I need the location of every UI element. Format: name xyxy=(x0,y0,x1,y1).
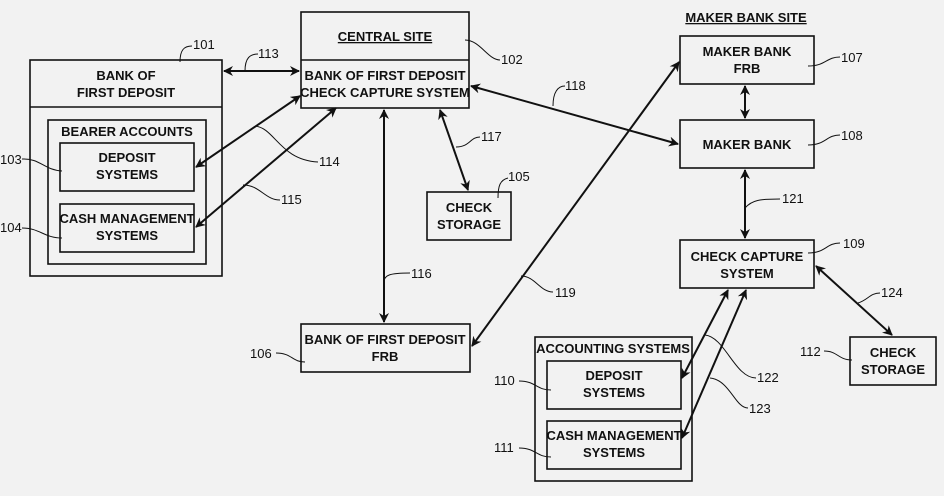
bank-of-first-deposit-block: BANK OF FIRST DEPOSIT BEARER ACCOUNTS DE… xyxy=(0,37,223,277)
leader-121 xyxy=(744,198,781,209)
leader-108 xyxy=(807,134,841,146)
connection-122 xyxy=(681,289,729,379)
ref-109: 109 xyxy=(843,236,865,251)
leader-124 xyxy=(857,292,881,304)
leader-105 xyxy=(497,177,509,199)
maker-bank-frb-line1: MAKER BANK xyxy=(703,44,792,59)
connections: 113 114 115 116 117 118 119 121 122 123 … xyxy=(195,46,903,439)
leader-104 xyxy=(21,227,63,239)
ref-118: 118 xyxy=(565,78,586,93)
ref-113: 113 xyxy=(258,46,279,61)
leader-117 xyxy=(455,136,481,148)
accounting-cash-line2: SYSTEMS xyxy=(583,445,645,460)
check-storage-central-block: CHECK STORAGE 105 xyxy=(426,169,530,241)
ref-114: 114 xyxy=(319,154,340,169)
accounting-deposit-line2: SYSTEMS xyxy=(583,385,645,400)
deposit-systems-line1: DEPOSIT xyxy=(98,150,155,165)
central-site-line2: CHECK CAPTURE SYSTEM xyxy=(300,85,470,100)
ref-117: 117 xyxy=(481,129,502,144)
leader-103 xyxy=(21,158,63,172)
accounting-systems-title: ACCOUNTING SYSTEMS xyxy=(536,341,690,356)
ref-106: 106 xyxy=(250,346,272,361)
leader-123 xyxy=(709,377,749,409)
bfd-title-line2: FIRST DEPOSIT xyxy=(77,85,175,100)
maker-bank-site-title: MAKER BANK SITE xyxy=(685,10,807,25)
bfd-frb-box xyxy=(300,323,471,373)
ref-107: 107 xyxy=(841,50,863,65)
maker-bank-frb-box xyxy=(679,35,815,85)
leader-111 xyxy=(518,447,552,458)
leader-112 xyxy=(823,350,853,361)
check-storage-maker-line2: STORAGE xyxy=(861,362,925,377)
maker-bank-label: MAKER BANK xyxy=(703,137,792,152)
ref-116: 116 xyxy=(411,266,432,281)
ref-123: 123 xyxy=(749,401,771,416)
leader-115 xyxy=(242,184,281,201)
leader-107 xyxy=(807,56,841,67)
central-site-line1: BANK OF FIRST DEPOSIT xyxy=(304,68,465,83)
cash-management-line1: CASH MANAGEMENT xyxy=(59,211,194,226)
ref-121: 121 xyxy=(782,191,804,206)
check-storage-maker-block: CHECK STORAGE 112 xyxy=(800,336,937,386)
check-capture-system-box xyxy=(679,239,815,289)
maker-bank-box xyxy=(679,119,815,169)
deposit-systems-line2: SYSTEMS xyxy=(96,167,158,182)
maker-bank-frb-line2: FRB xyxy=(734,61,761,76)
bfd-frb-line2: FRB xyxy=(372,349,399,364)
ref-110: 110 xyxy=(494,373,515,388)
check-storage-line2: STORAGE xyxy=(437,217,501,232)
central-site-block: CENTRAL SITE BANK OF FIRST DEPOSIT CHECK… xyxy=(300,11,523,109)
maker-bank-site-block: MAKER BANK SITE MAKER BANK FRB 107 MAKER… xyxy=(679,10,865,289)
bfd-frb-block: BANK OF FIRST DEPOSIT FRB 106 xyxy=(250,323,471,373)
accounting-cash-line1: CASH MANAGEMENT xyxy=(546,428,681,443)
ref-115: 115 xyxy=(281,192,302,207)
connection-117 xyxy=(438,109,470,191)
leader-102 xyxy=(464,39,501,61)
leader-106 xyxy=(275,352,306,363)
ref-103: 103 xyxy=(0,152,22,167)
ref-112: 112 xyxy=(800,344,821,359)
check-storage-line1: CHECK xyxy=(446,200,493,215)
bearer-accounts-title: BEARER ACCOUNTS xyxy=(61,124,193,139)
deposit-systems-box xyxy=(59,142,195,192)
check-storage-maker-box xyxy=(849,336,937,386)
connection-115 xyxy=(195,107,337,228)
ref-111: 111 xyxy=(494,440,514,455)
leader-109 xyxy=(807,242,841,254)
leader-101 xyxy=(179,45,193,63)
ref-102: 102 xyxy=(501,52,523,67)
bfd-frb-line1: BANK OF FIRST DEPOSIT xyxy=(304,332,465,347)
ref-105: 105 xyxy=(508,169,530,184)
leader-113 xyxy=(244,53,259,72)
connection-123 xyxy=(680,289,748,439)
connection-119 xyxy=(471,61,680,347)
ref-122: 122 xyxy=(757,370,779,385)
cash-management-line2: SYSTEMS xyxy=(96,228,158,243)
bfd-title-line1: BANK OF xyxy=(96,68,155,83)
connection-124 xyxy=(815,265,893,336)
leader-118 xyxy=(552,85,566,107)
cash-management-box xyxy=(59,203,195,253)
ref-119: 119 xyxy=(555,285,576,300)
accounting-systems-block: ACCOUNTING SYSTEMS DEPOSIT SYSTEMS CASH … xyxy=(494,336,693,482)
check-capture-line1: CHECK CAPTURE xyxy=(691,249,804,264)
leader-119 xyxy=(520,275,554,293)
accounting-cash-box xyxy=(546,420,682,470)
central-site-title: CENTRAL SITE xyxy=(338,29,433,44)
ref-124: 124 xyxy=(881,285,903,300)
connection-118 xyxy=(470,83,679,147)
ref-108: 108 xyxy=(841,128,863,143)
accounting-deposit-line1: DEPOSIT xyxy=(585,368,642,383)
check-storage-maker-line1: CHECK xyxy=(870,345,917,360)
leader-110 xyxy=(518,380,552,391)
ref-104: 104 xyxy=(0,220,22,235)
check-capture-line2: SYSTEM xyxy=(720,266,773,281)
ref-101: 101 xyxy=(193,37,215,52)
leader-122 xyxy=(704,334,757,379)
leader-116 xyxy=(383,272,411,283)
